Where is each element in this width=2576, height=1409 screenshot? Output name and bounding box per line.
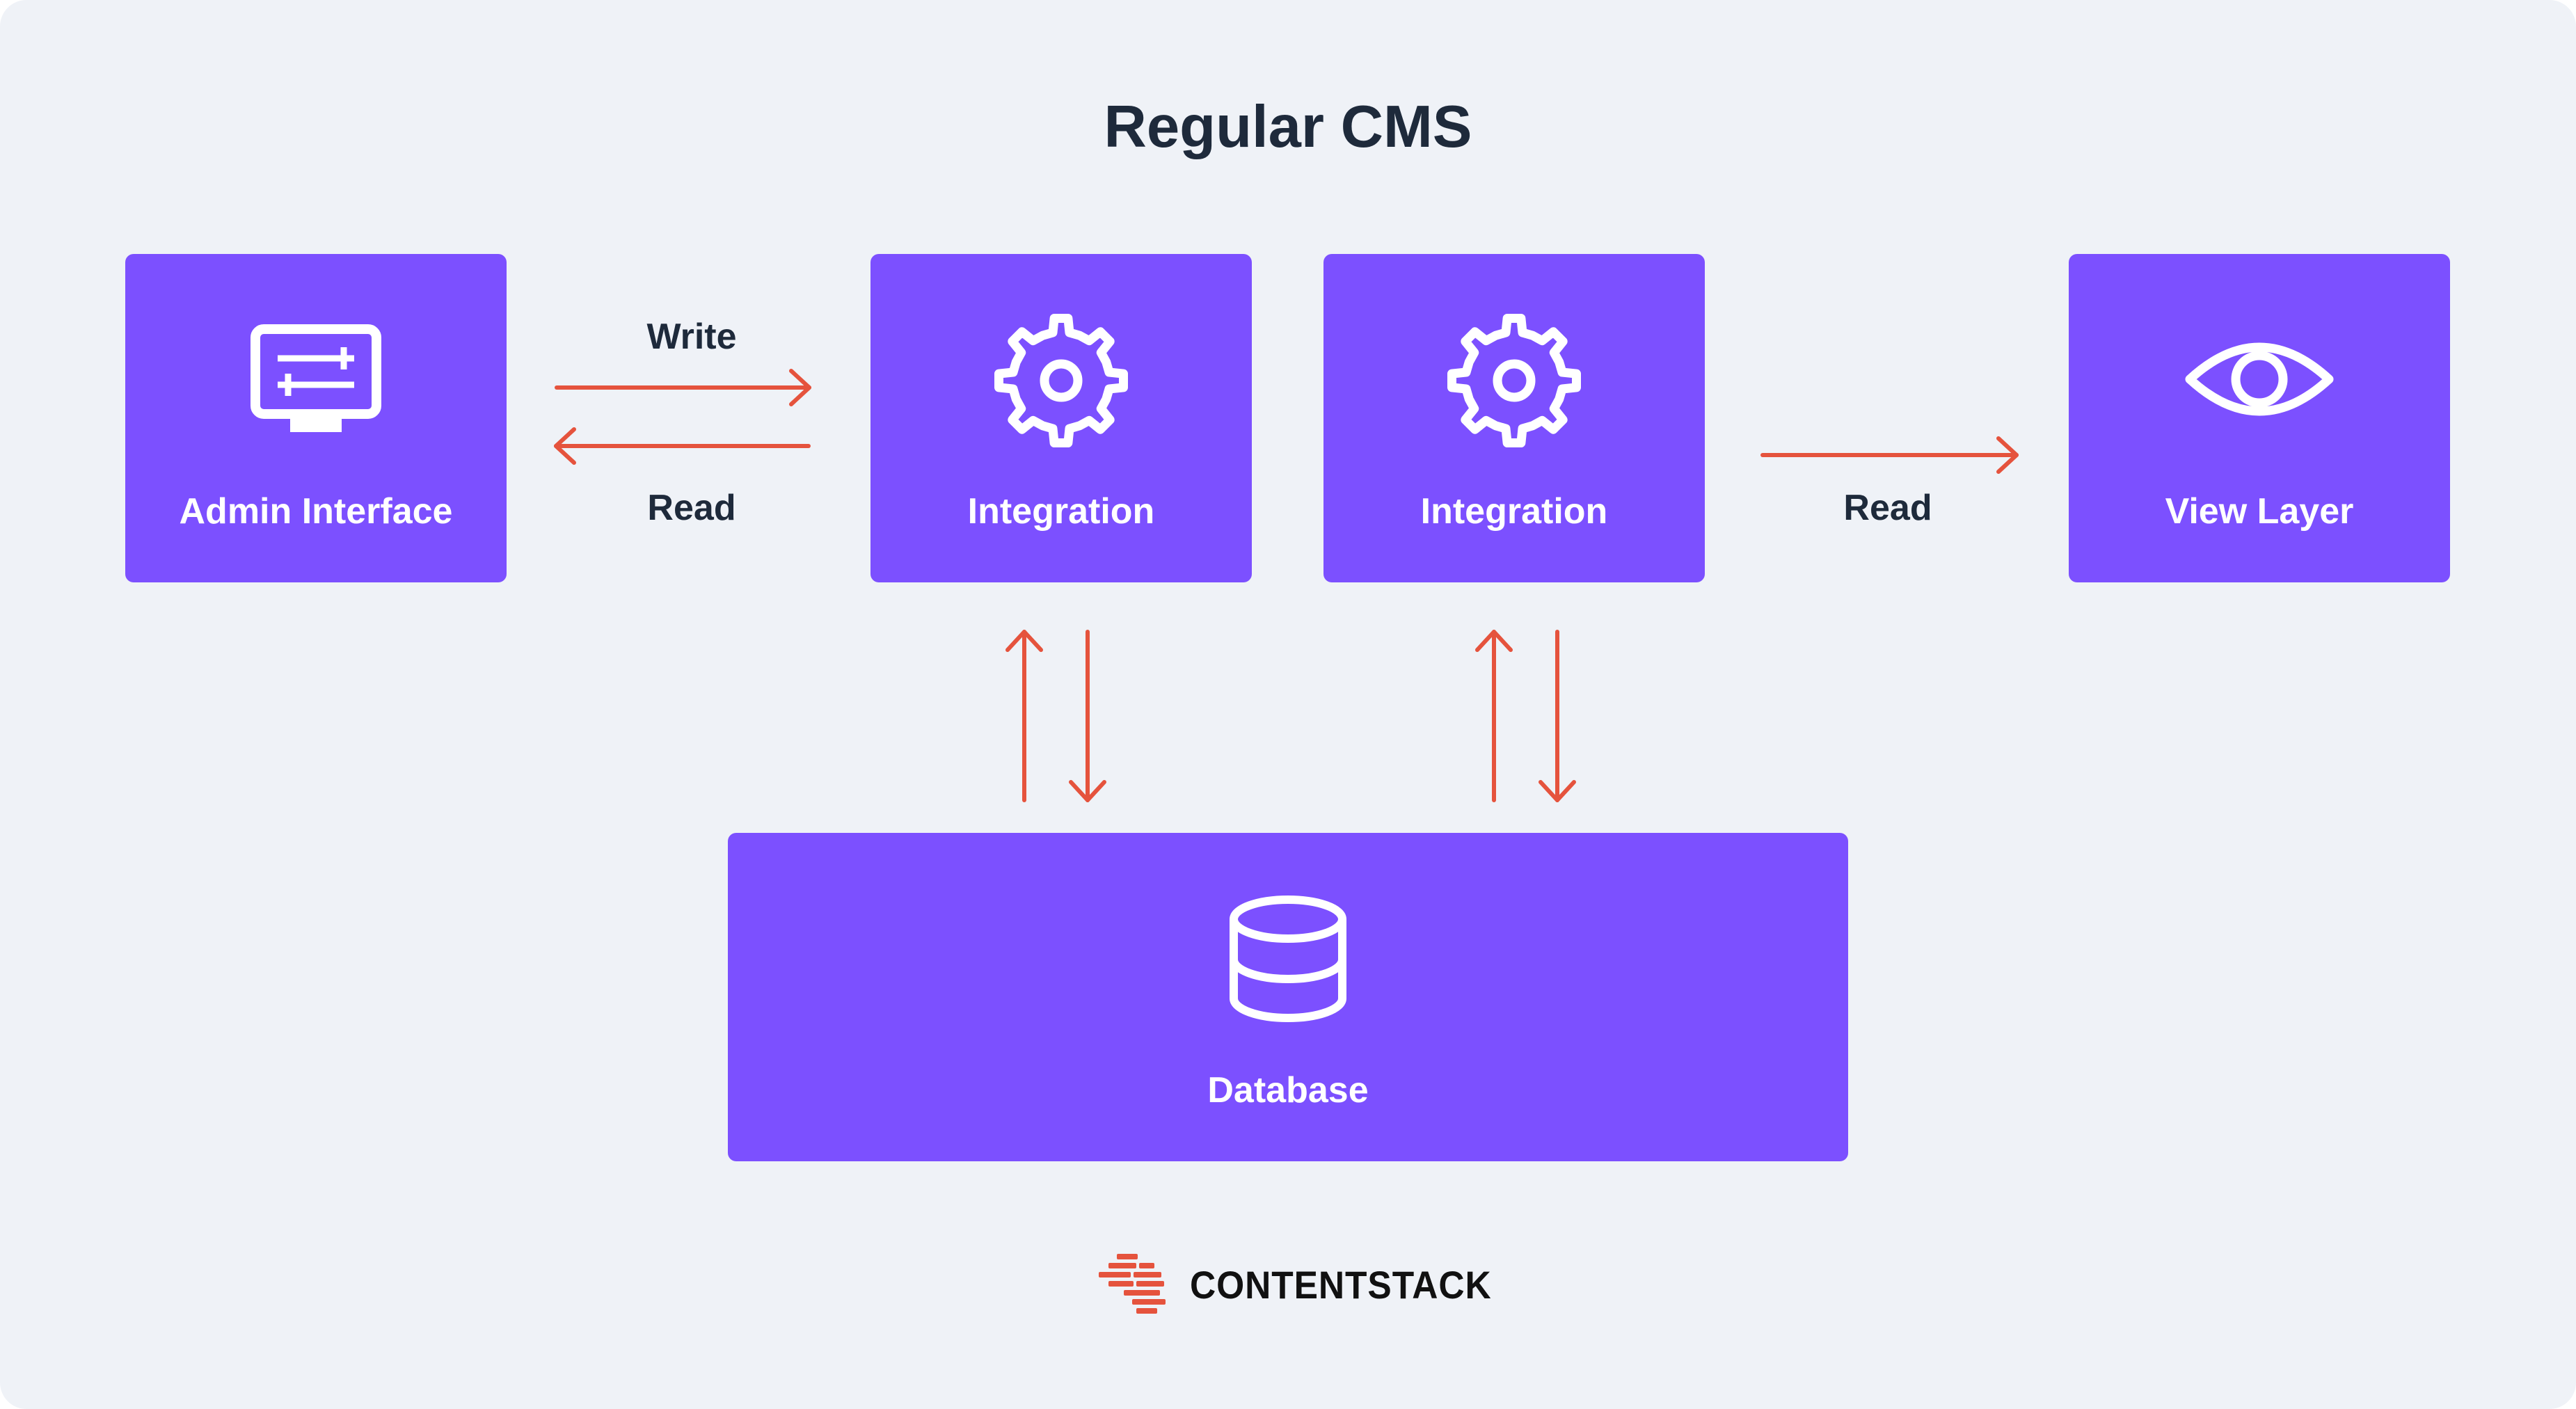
gear-hub (1493, 359, 1536, 402)
brand-name: CONTENTSTACK (1190, 1263, 1492, 1307)
edge-label-write: Write (646, 317, 737, 357)
database-icon (1230, 895, 1346, 1022)
database-node: Database (728, 833, 1848, 1161)
integration-label-left: Integration (967, 491, 1155, 532)
edge-label-read-admin: Read (647, 488, 736, 528)
diagram-title: Regular CMS (1104, 94, 1472, 160)
view-layer-node: View Layer (2069, 254, 2450, 582)
arrow-read-view (1760, 436, 2019, 474)
gear-outline (994, 314, 1128, 447)
arrow-db-to-integration-right (1475, 630, 1513, 802)
eye-icon (2185, 342, 2334, 416)
gear-outline (1447, 314, 1581, 447)
admin-interface-node: Admin Interface (125, 254, 507, 582)
gear-icon (994, 314, 1128, 447)
arrow-integration-left-to-db (1069, 630, 1106, 802)
arrow-db-to-integration-left (1005, 630, 1043, 802)
integration-node-left: Integration (870, 254, 1252, 582)
gear-icon (1447, 314, 1581, 447)
edge-label-read-view: Read (1843, 488, 1932, 528)
arrow-write (555, 369, 811, 406)
monitor-sliders-icon (251, 324, 381, 432)
admin-interface-label: Admin Interface (179, 491, 453, 532)
integration-node-right: Integration (1323, 254, 1705, 582)
arrow-integration-right-to-db (1539, 630, 1576, 802)
database-label: Database (1207, 1070, 1369, 1111)
arrow-read-admin (554, 427, 811, 465)
gear-hub (1040, 359, 1083, 402)
contentstack-logo-icon (1099, 1254, 1166, 1314)
view-layer-label: View Layer (2165, 491, 2354, 532)
integration-label-right: Integration (1420, 491, 1608, 532)
